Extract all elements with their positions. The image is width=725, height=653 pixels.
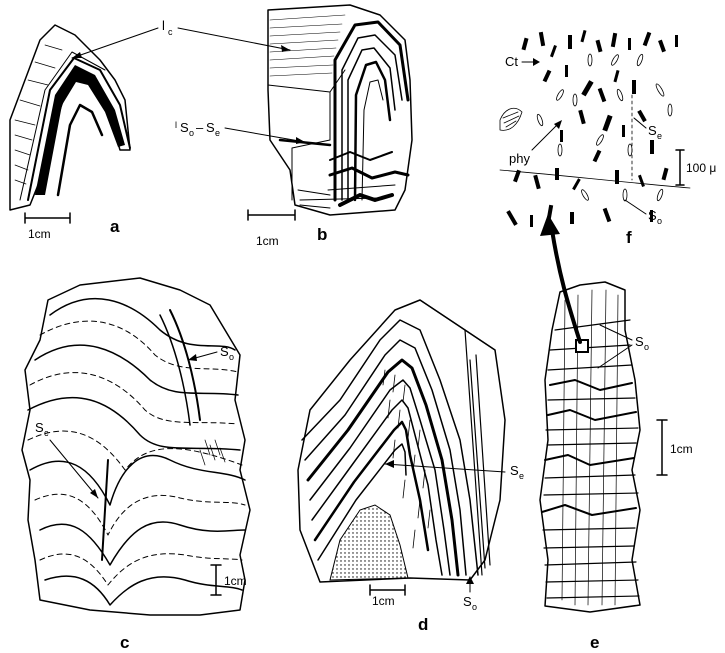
panel-b-scale-label: 1cm [256, 234, 279, 248]
label-so-f-o: o [657, 216, 662, 226]
label-so-d-s: S [463, 594, 472, 609]
label-se-d-s: S [510, 463, 519, 478]
panel-e-bedding [542, 320, 639, 598]
panel-b-letter: b [317, 225, 327, 244]
leader-sc-c [50, 440, 98, 498]
label-phy-f-text: phy [509, 151, 530, 166]
leader-lc-b [178, 28, 290, 50]
panel-e-scale-bar: 1cm [657, 420, 693, 475]
panel-e-letter: e [590, 633, 599, 652]
leader-lsose [225, 128, 305, 142]
leader-phy-f [532, 122, 560, 150]
label-lsose-e: e [215, 128, 220, 138]
panel-a-scale-label: 1cm [28, 227, 51, 241]
label-lsose-s2: S [206, 120, 215, 135]
label-so-d: S o [463, 576, 477, 612]
label-lsose-o: o [189, 128, 194, 138]
label-lsose-prefix: l [175, 120, 177, 130]
panel-f-letter: f [626, 228, 632, 247]
label-so-f: S o [625, 200, 662, 226]
panel-f-foliation-lines [500, 95, 690, 188]
label-so-d-o: o [472, 602, 477, 612]
label-so-f-s: S [648, 208, 657, 223]
label-lc-main: l [162, 18, 165, 33]
label-se-d-e: e [519, 471, 524, 481]
panel-c-scale-label: 1cm [224, 574, 247, 588]
label-se-f-e: e [657, 131, 662, 141]
label-se-f-s: S [648, 123, 657, 138]
panel-f-phyllosilicate [500, 108, 522, 130]
panel-f-scale-label: 100 μ [686, 161, 716, 175]
panel-b-vein [280, 140, 330, 145]
panel-d-letter: d [418, 615, 428, 634]
label-lsose-s1: S [180, 120, 189, 135]
label-lc: l c [72, 18, 290, 58]
arrowhead-phy-f [554, 120, 562, 129]
panel-a: 1cm a [10, 25, 130, 241]
label-lsose-dash: – [196, 120, 204, 135]
panel-b-scale-bar: 1cm [248, 210, 295, 248]
label-se-f: S e [634, 118, 662, 141]
label-so-c-s: S [220, 344, 229, 359]
label-sc-c-c: c [44, 428, 49, 438]
panel-d-right-block [420, 300, 495, 575]
leader-so-e-1 [600, 325, 632, 340]
arrow-e-to-f [540, 214, 580, 342]
label-so-e-o: o [644, 342, 649, 352]
panel-c-axial-trace [102, 310, 200, 560]
panel-a-scale-bar: 1cm [25, 213, 70, 241]
panel-f: 100 μ f [500, 30, 716, 247]
panel-e: 1cm e [540, 282, 693, 652]
label-sc-c: S c [35, 420, 98, 498]
panel-d-scale-bar: 1cm [370, 585, 405, 608]
panel-d-scale-label: 1cm [372, 594, 395, 608]
label-sc-c-s: S [35, 420, 44, 435]
label-so-e-s: S [635, 334, 644, 349]
leader-so-f [625, 200, 646, 214]
leader-so-e-2 [598, 345, 632, 368]
label-phy-f: phy [509, 120, 562, 166]
panel-b-fold-layers [298, 22, 408, 208]
label-ct-f: Ct [505, 54, 540, 69]
label-lc-sub: c [168, 27, 173, 37]
label-ct-f-text: Ct [505, 54, 518, 69]
panel-b: 1cm b [248, 5, 412, 248]
arrowhead-so-c [188, 354, 197, 361]
panel-a-fold-layers [20, 52, 130, 200]
panel-e-scale-label: 1cm [670, 442, 693, 456]
arrowhead-ct-f [533, 58, 540, 66]
label-so-c-o: o [229, 352, 234, 362]
panel-c-letter: c [120, 633, 129, 652]
panel-f-scale-bar: 100 μ [676, 150, 716, 185]
leader-lc-a [72, 28, 158, 58]
panel-a-letter: a [110, 217, 120, 236]
label-so-c: S o [188, 344, 234, 362]
panel-c: 1cm c [22, 278, 250, 652]
panel-d-stippled-core [330, 505, 408, 580]
panel-e-sample-box [576, 340, 588, 352]
panel-e-cleavage [562, 290, 618, 605]
